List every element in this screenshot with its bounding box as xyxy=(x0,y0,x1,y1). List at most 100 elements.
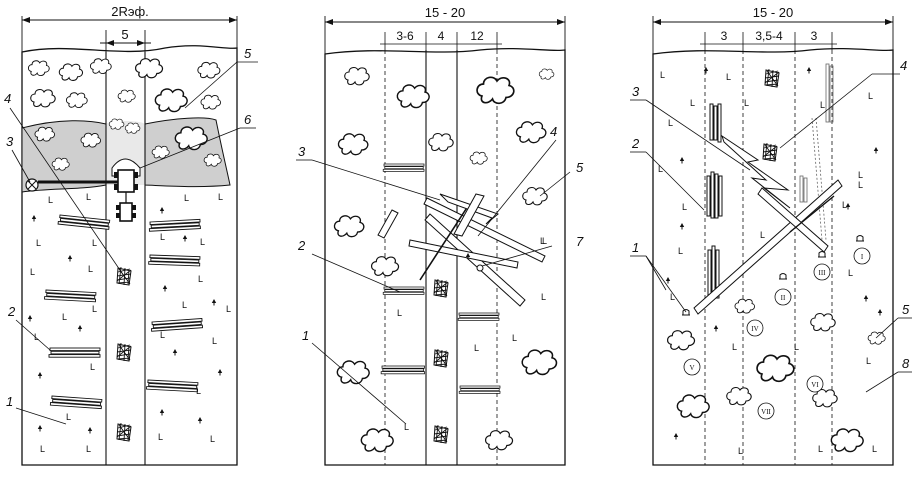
panel-b-dim-1: 3-6 xyxy=(396,29,414,43)
svg-text:L: L xyxy=(66,412,71,422)
callout-b-1: 1 xyxy=(302,328,309,343)
callout-b-3: 3 xyxy=(298,144,306,159)
callout-a-3: 3 xyxy=(6,134,14,149)
svg-text:L: L xyxy=(542,236,547,246)
svg-text:L: L xyxy=(474,343,479,353)
svg-text:L: L xyxy=(820,100,825,110)
panel-c-dim-2: 3,5-4 xyxy=(755,29,783,43)
panel-a-road-width: 5 xyxy=(121,27,128,42)
svg-text:L: L xyxy=(397,308,402,318)
callout-b-7: 7 xyxy=(576,234,584,249)
callout-a-2: 2 xyxy=(7,304,16,319)
svg-text:L: L xyxy=(512,333,517,343)
circle-label-2: II xyxy=(781,294,786,302)
svg-text:L: L xyxy=(92,304,97,314)
panel-c-faint-logs xyxy=(799,63,834,241)
panel-c-dim-1: 3 xyxy=(721,29,728,43)
svg-text:L: L xyxy=(210,434,215,444)
svg-text:L: L xyxy=(212,336,217,346)
svg-text:L: L xyxy=(86,192,91,202)
svg-text:L: L xyxy=(848,268,853,278)
panel-b-outline xyxy=(324,47,566,466)
svg-text:L: L xyxy=(30,267,35,277)
svg-text:L: L xyxy=(34,332,39,342)
callout-c-4: 4 xyxy=(900,58,907,73)
panel-a: 2Rэф. 5 xyxy=(4,4,258,466)
panel-c-leaders xyxy=(630,73,912,393)
svg-text:L: L xyxy=(658,164,663,174)
svg-text:L: L xyxy=(760,230,765,240)
callout-a-4: 4 xyxy=(4,91,11,106)
svg-text:L: L xyxy=(404,422,409,432)
panel-a-top-dimension: 2Rэф. xyxy=(111,4,149,19)
panel-b: 15 - 20 3-6 4 12 xyxy=(296,5,584,466)
svg-text:L: L xyxy=(218,192,223,202)
panel-c-dim-3: 3 xyxy=(811,29,818,43)
panel-c-logs xyxy=(706,103,723,299)
svg-text:L: L xyxy=(842,200,847,210)
svg-text:L: L xyxy=(541,292,546,302)
circle-label-6: VI xyxy=(811,381,819,389)
callout-b-4: 4 xyxy=(550,124,557,139)
svg-text:L: L xyxy=(872,444,877,454)
svg-text:L: L xyxy=(160,232,165,242)
panel-c-top-dimension: 15 - 20 xyxy=(753,5,793,20)
callout-a-5: 5 xyxy=(244,46,252,61)
callout-c-5: 5 xyxy=(902,302,910,317)
svg-text:L: L xyxy=(868,91,873,101)
svg-text:L: L xyxy=(818,444,823,454)
svg-text:L: L xyxy=(678,246,683,256)
panel-c-circles xyxy=(683,247,871,420)
callout-b-2: 2 xyxy=(297,238,306,253)
svg-text:L: L xyxy=(86,444,91,454)
svg-text:L: L xyxy=(90,362,95,372)
svg-text:L: L xyxy=(36,238,41,248)
panel-b-trees xyxy=(465,253,484,272)
circle-label-7: VII xyxy=(761,408,771,416)
callout-b-5: 5 xyxy=(576,160,584,175)
panel-a-vehicle xyxy=(25,158,141,222)
svg-text:L: L xyxy=(668,118,673,128)
svg-text:L: L xyxy=(690,98,695,108)
svg-text:L: L xyxy=(670,292,675,302)
svg-text:L: L xyxy=(62,312,67,322)
circle-label-5: V xyxy=(689,364,694,372)
panel-b-dim-2: 4 xyxy=(438,29,445,43)
svg-text:L: L xyxy=(226,304,231,314)
panel-b-top-dimension: 15 - 20 xyxy=(425,5,465,20)
callout-c-8: 8 xyxy=(902,356,910,371)
svg-text:L: L xyxy=(198,274,203,284)
svg-text:L: L xyxy=(182,300,187,310)
callout-a-1: 1 xyxy=(6,394,13,409)
svg-text:L: L xyxy=(540,236,545,246)
circle-label-1: I xyxy=(861,253,864,261)
callout-c-2: 2 xyxy=(631,136,640,151)
callout-a-6: 6 xyxy=(244,112,252,127)
svg-text:L: L xyxy=(160,330,165,340)
panel-b-leaders xyxy=(296,139,571,425)
panel-b-fallen-trees xyxy=(377,193,546,307)
svg-text:L: L xyxy=(794,342,799,352)
panel-c: 15 - 20 3 3,5-4 3 xyxy=(630,5,912,466)
svg-text:L: L xyxy=(660,70,665,80)
svg-text:L: L xyxy=(858,180,863,190)
svg-text:L: L xyxy=(858,170,863,180)
panel-a-leaders xyxy=(9,61,258,425)
svg-text:L: L xyxy=(40,444,45,454)
svg-text:L: L xyxy=(682,202,687,212)
svg-text:L: L xyxy=(200,237,205,247)
svg-text:L: L xyxy=(92,238,97,248)
circle-label-3: III xyxy=(819,269,827,277)
panel-b-grass: LLL LLL L xyxy=(397,236,547,432)
svg-text:L: L xyxy=(744,98,749,108)
panel-c-outline xyxy=(652,47,894,466)
svg-text:L: L xyxy=(726,72,731,82)
svg-text:L: L xyxy=(866,356,871,366)
svg-text:L: L xyxy=(196,386,201,396)
circle-label-4: IV xyxy=(751,325,758,333)
panel-b-dim-3: 12 xyxy=(470,29,484,43)
panel-c-fallen-trees xyxy=(693,134,843,315)
